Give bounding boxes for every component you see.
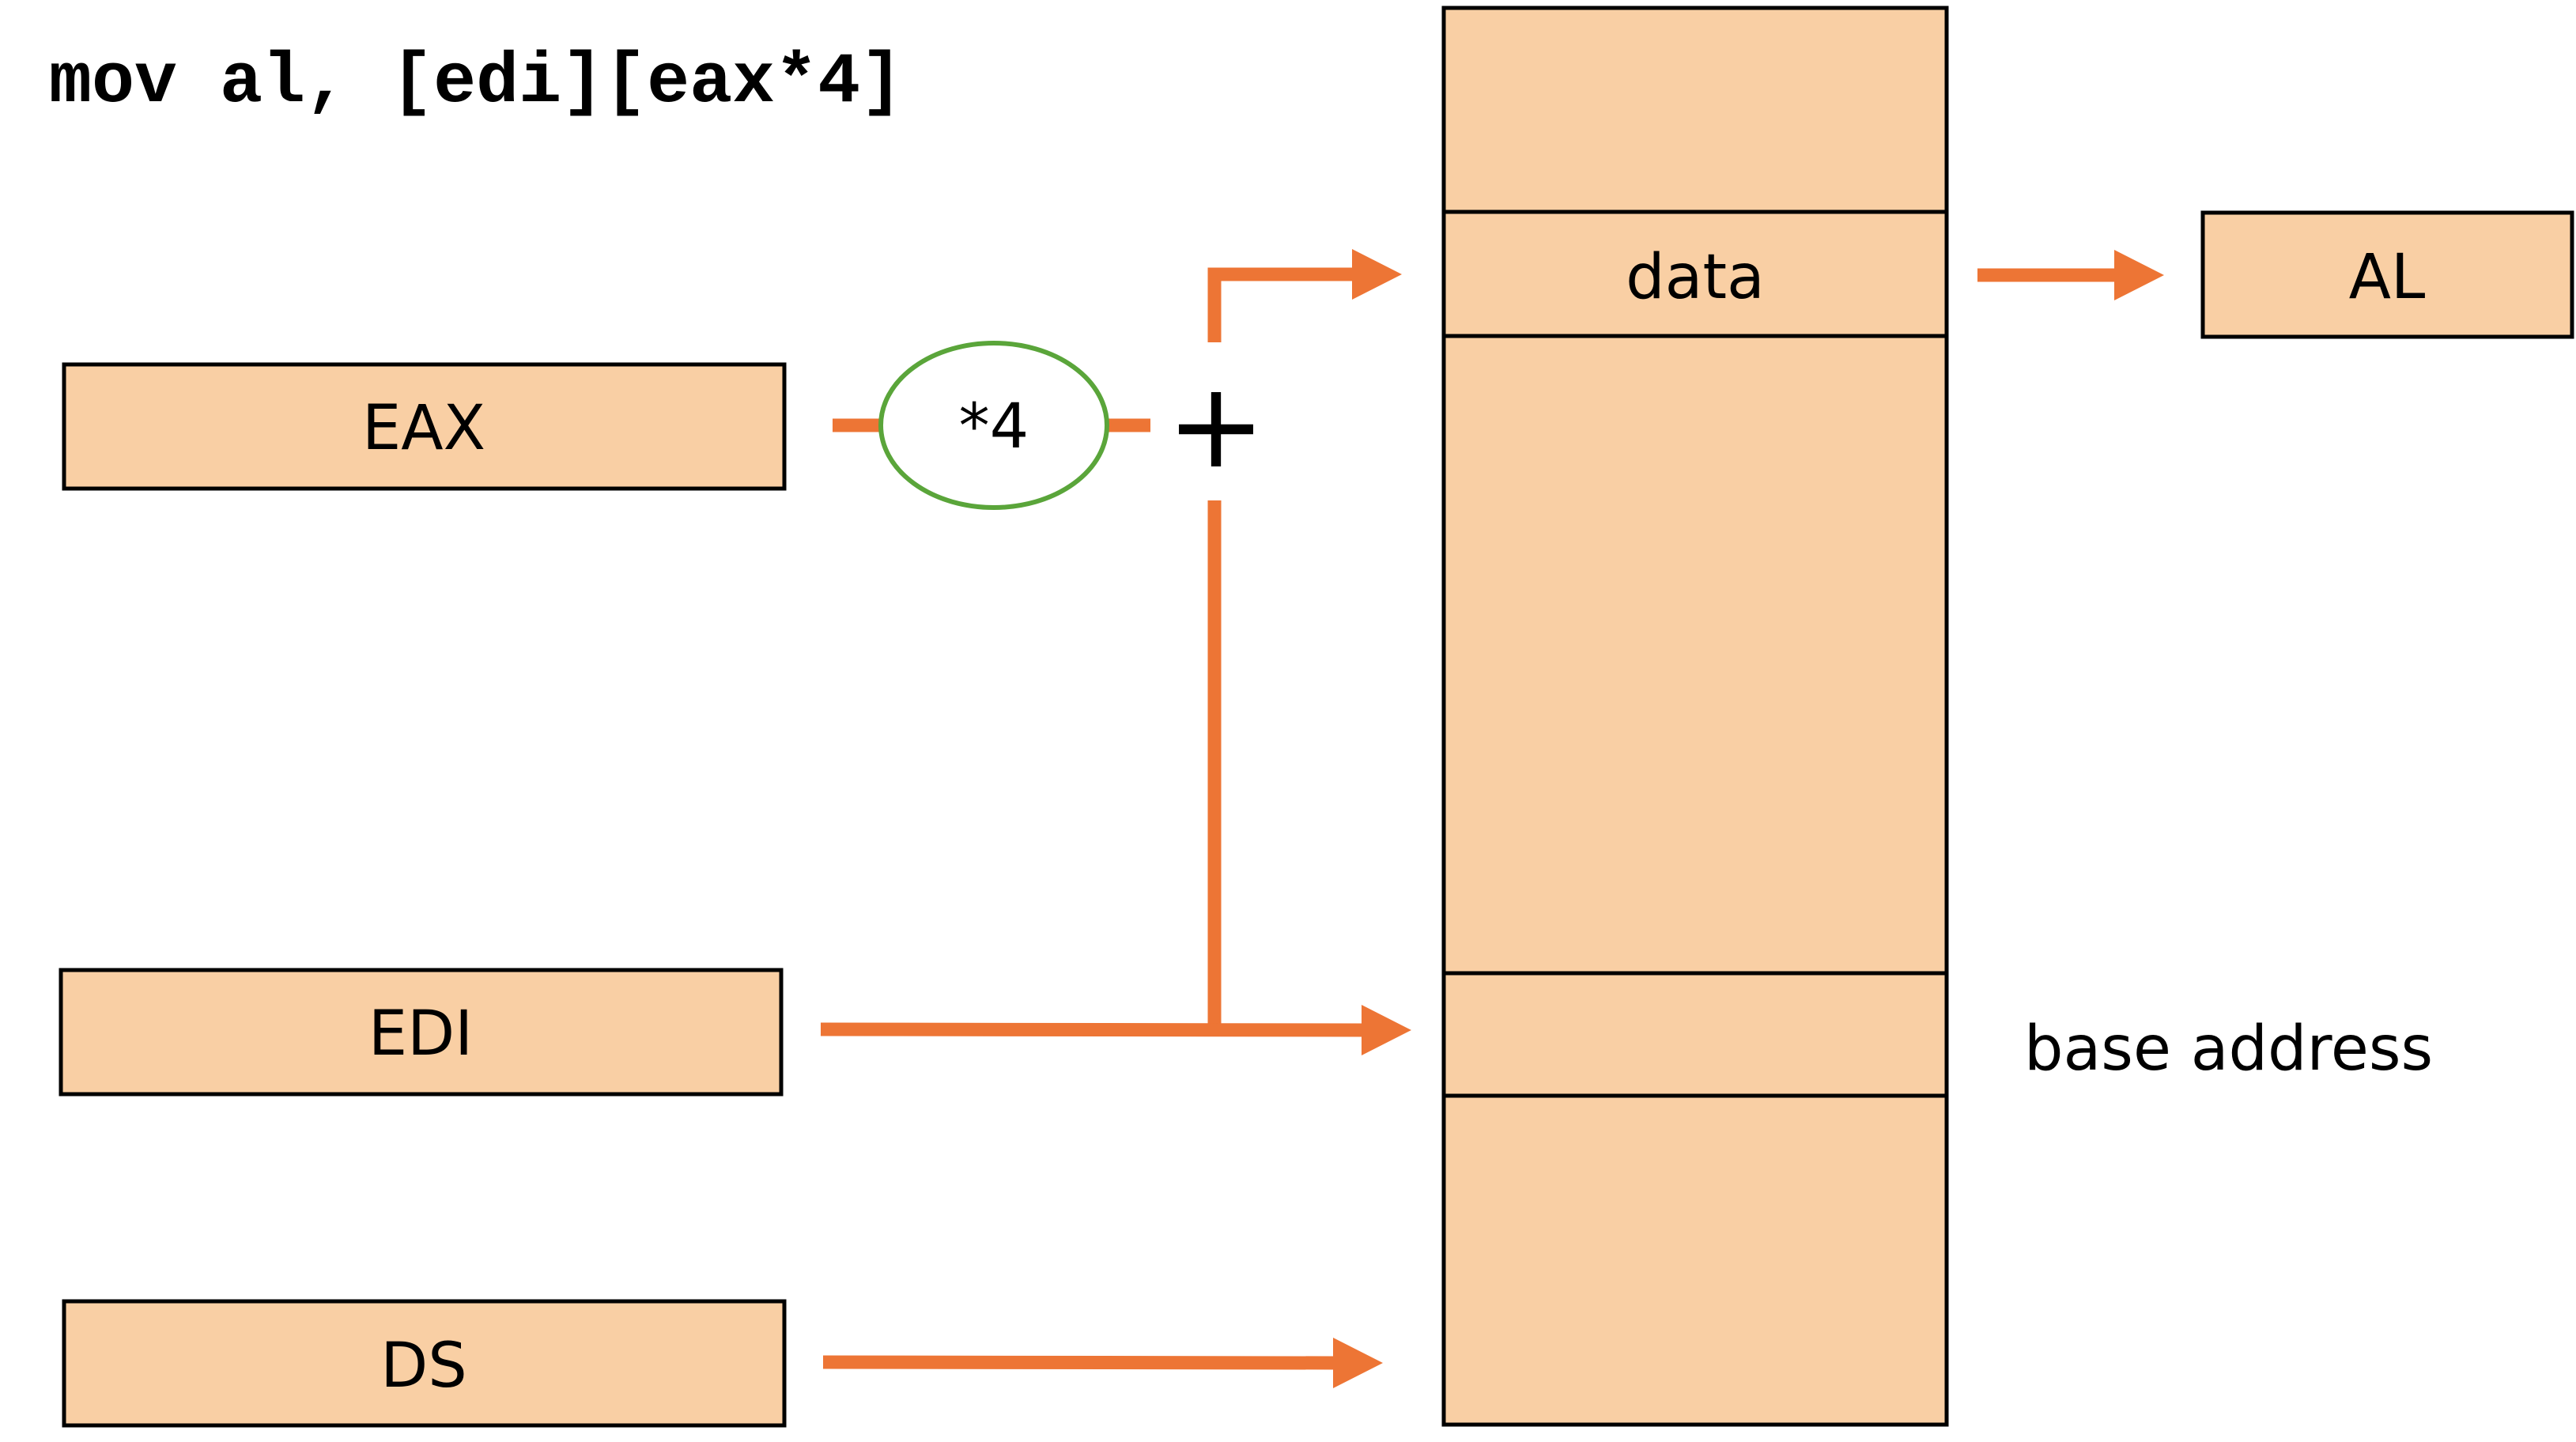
scale-operator-ellipse [878, 341, 1109, 510]
sum-to-data-connector [1207, 267, 1356, 342]
memory-column: data [1441, 6, 1949, 1427]
add-operator: + [1166, 357, 1266, 495]
al-label: AL [2349, 242, 2426, 313]
memory-block [1441, 6, 1949, 1427]
edi-register-box: EDI [59, 968, 784, 1097]
eax-register-box: EAX [62, 362, 787, 491]
data-to-al-arrowhead [2114, 250, 2164, 300]
base-address-label: base address [2024, 1014, 2433, 1085]
edi-label: EDI [368, 998, 473, 1070]
memory-data-cell-label: data [1626, 242, 1765, 313]
ds-to-memory-connector [822, 1355, 1339, 1370]
ds-register-box: DS [62, 1299, 787, 1428]
instruction-text: mov al, [edi][eax*4] [49, 43, 903, 123]
sum-to-data-arrowhead [1352, 249, 1402, 300]
eax-label: EAX [362, 393, 485, 464]
scale-operator-label: *4 [959, 391, 1029, 462]
al-register-box: AL [2200, 210, 2574, 339]
ds-label: DS [380, 1331, 467, 1402]
ds-to-memory-arrowhead [1333, 1338, 1383, 1388]
edi-to-base-arrowhead [1362, 1005, 1411, 1055]
edi-to-base-connector [820, 1022, 1367, 1037]
